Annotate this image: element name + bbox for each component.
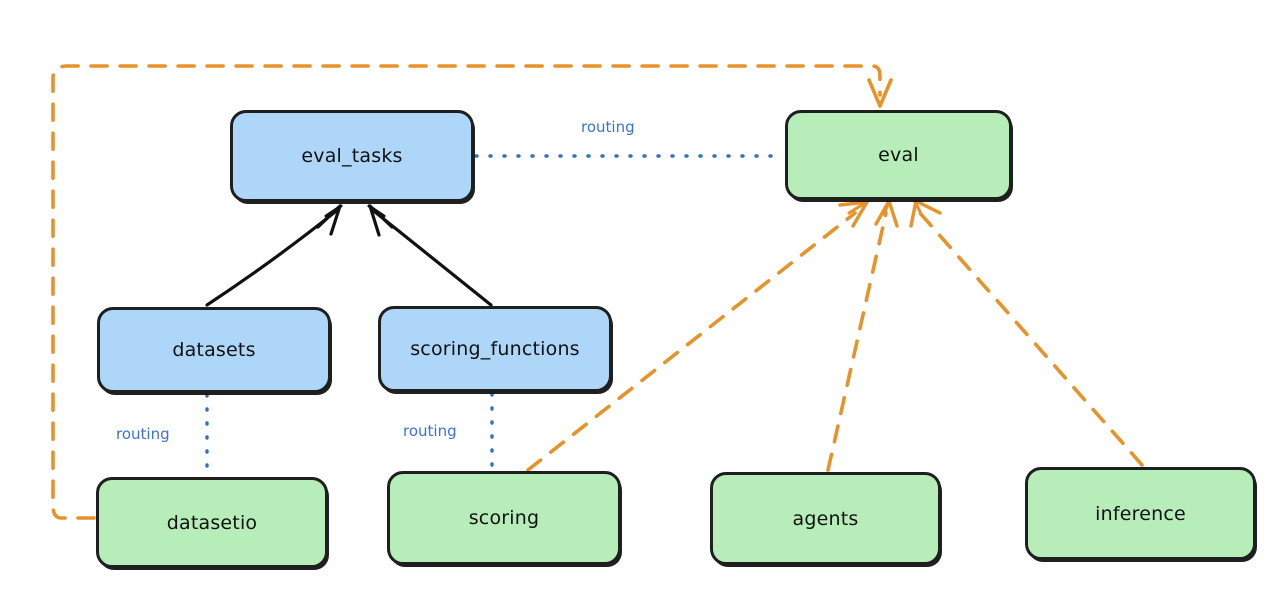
node-label: inference — [1095, 502, 1186, 525]
node-inference[interactable]: inference — [1025, 467, 1256, 560]
edge-scoring-functions-to-eval-tasks — [367, 204, 493, 307]
edge-agents-to-eval — [826, 198, 899, 472]
edge-scoring-to-eval — [526, 199, 870, 472]
node-scoring[interactable]: scoring — [387, 471, 621, 565]
node-label: agents — [792, 507, 859, 530]
node-eval_tasks[interactable]: eval_tasks — [230, 110, 474, 202]
node-label: datasetio — [166, 511, 258, 534]
edge-label-routing-scoring-functions-scoring: routing — [400, 422, 460, 440]
edge-label-routing-eval-tasks-eval: routing — [578, 118, 638, 136]
node-scoring_functions[interactable]: scoring_functions — [378, 306, 612, 392]
node-datasets[interactable]: datasets — [97, 307, 331, 393]
node-label: datasets — [172, 339, 256, 361]
node-label: eval — [878, 144, 919, 166]
edge-inference-to-eval — [909, 199, 1144, 467]
node-agents[interactable]: agents — [710, 472, 941, 565]
node-eval[interactable]: eval — [785, 110, 1012, 200]
node-datasetio[interactable]: datasetio — [96, 477, 328, 568]
node-label: eval_tasks — [301, 145, 403, 167]
edge-label-routing-datasets-datasetio: routing — [113, 425, 173, 443]
edge-datasetio-to-eval — [51, 64, 893, 520]
edge-datasets-to-eval-tasks — [205, 204, 343, 307]
node-label: scoring_functions — [410, 338, 580, 360]
node-label: scoring — [468, 507, 540, 529]
